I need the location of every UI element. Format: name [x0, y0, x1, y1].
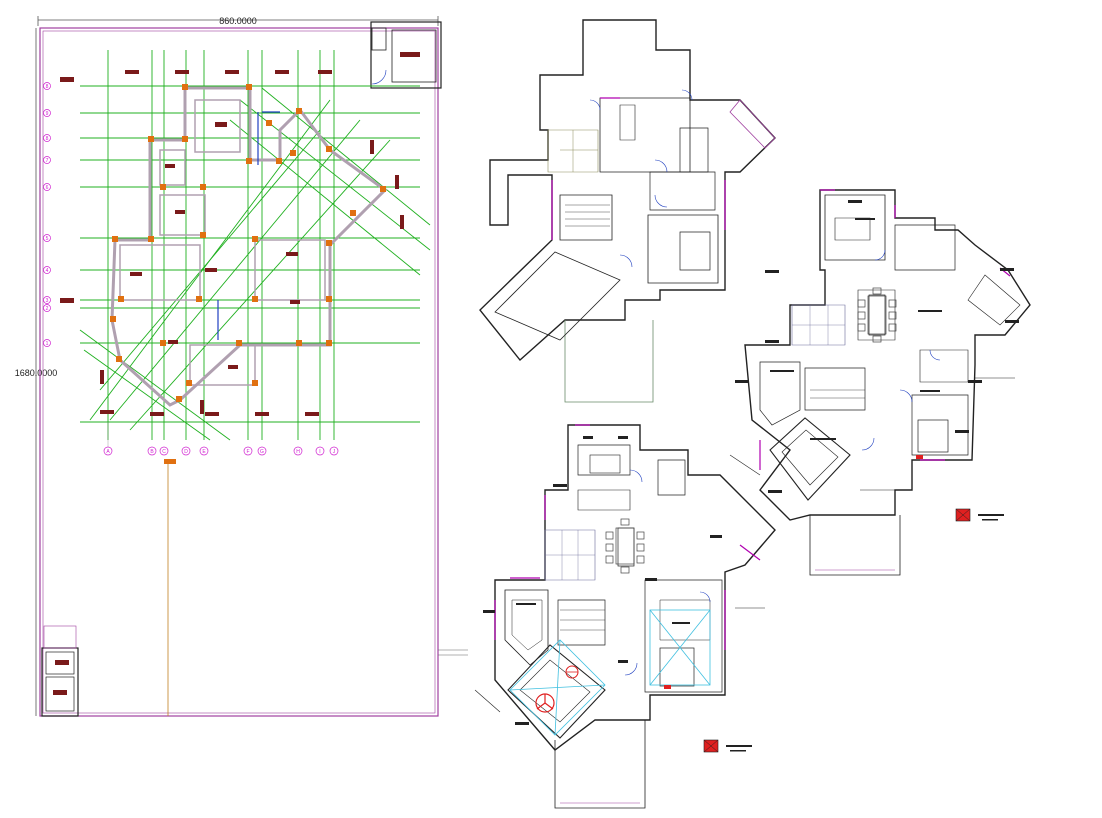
grid-bubble-row-8: 3 — [43, 296, 51, 304]
site-boundary — [39, 27, 468, 717]
svg-text:1: 1 — [46, 341, 49, 347]
svg-text:8: 8 — [46, 84, 49, 90]
grid-bubble-col-h: H — [293, 446, 303, 456]
grid-bubble-col-g: G — [257, 446, 267, 456]
grid-bubbles-bottom: A B C D E F G — [103, 422, 339, 456]
grid-bubble-col-d: D — [181, 446, 191, 456]
floor-plan-upper — [479, 19, 776, 403]
outbuilding-top — [370, 21, 442, 89]
grid-bubble-row-9: 2 — [43, 304, 51, 312]
height-dimension: 1680.0000 — [15, 28, 58, 716]
svg-text:7: 7 — [46, 158, 49, 164]
red-marker — [916, 455, 923, 459]
grid-bubble-row-2: 9 — [43, 109, 51, 117]
light-icon — [565, 665, 579, 679]
grid-bubble-col-i: I — [315, 446, 325, 456]
grid-bubble-col-j: J — [329, 446, 339, 456]
foundation-footprint — [110, 86, 388, 407]
svg-text:J: J — [333, 449, 336, 455]
dining-table-right — [857, 287, 897, 343]
width-dimension: 860.0000 — [37, 16, 439, 26]
svg-text:6: 6 — [46, 185, 49, 191]
grid-bubble-row-1: 8 — [43, 82, 51, 90]
grid-bubble-row-4: 7 — [43, 156, 51, 164]
red-marker — [664, 685, 671, 689]
svg-text:B: B — [150, 449, 154, 455]
svg-text:9: 9 — [46, 111, 49, 117]
width-dimension-label: 860.0000 — [219, 16, 257, 26]
floor-plan-ground-right — [729, 189, 1031, 576]
dining-table-bottom — [605, 518, 645, 574]
grid-bubble-col-c: C — [159, 446, 169, 456]
grid-bubbles-left: 8 9 8 7 6 5 4 — [43, 82, 51, 347]
column-markers — [110, 84, 386, 402]
svg-text:I: I — [319, 449, 320, 455]
ceiling-fan-symbols — [535, 455, 923, 713]
svg-text:8: 8 — [46, 136, 49, 142]
grid-bubble-col-f: F — [243, 446, 253, 456]
height-dimension-label: 1680.0000 — [15, 368, 58, 378]
svg-text:3: 3 — [46, 298, 49, 304]
grid-bubble-col-a: A — [103, 422, 113, 456]
svg-text:5: 5 — [46, 236, 49, 242]
footing-markers — [60, 70, 404, 416]
svg-text:2: 2 — [46, 306, 49, 312]
svg-text:C: C — [162, 449, 166, 455]
ceiling-fixtures — [509, 609, 711, 736]
svg-text:F: F — [246, 449, 249, 455]
room-label-tags — [483, 200, 1019, 725]
grid-bubble-row-7: 4 — [43, 266, 51, 274]
diagonal-grid-lines — [79, 87, 431, 441]
svg-text:H: H — [296, 449, 300, 455]
internal-partitions — [217, 111, 280, 340]
grid-bubble-row-10: 1 — [43, 339, 51, 347]
site-foundation-layout: 860.0000 1680.0000 — [15, 16, 468, 717]
fan-icon — [535, 693, 555, 713]
svg-text:G: G — [260, 449, 264, 455]
legend-bottom — [703, 739, 752, 753]
svg-text:D: D — [184, 449, 188, 455]
column-marker — [164, 459, 176, 464]
grid-bubble-col-e: E — [199, 446, 209, 456]
svg-text:4: 4 — [46, 268, 49, 274]
svg-text:A: A — [106, 449, 110, 455]
grid-bubble-row-5: 6 — [43, 183, 51, 191]
grid-bubble-col-b: B — [147, 446, 157, 456]
outbuilding-bottom — [41, 625, 79, 717]
legend-right — [955, 508, 1004, 522]
grid-bubble-row-6: 5 — [43, 234, 51, 242]
svg-text:E: E — [202, 449, 206, 455]
grid-bubble-row-3: 8 — [43, 134, 51, 142]
